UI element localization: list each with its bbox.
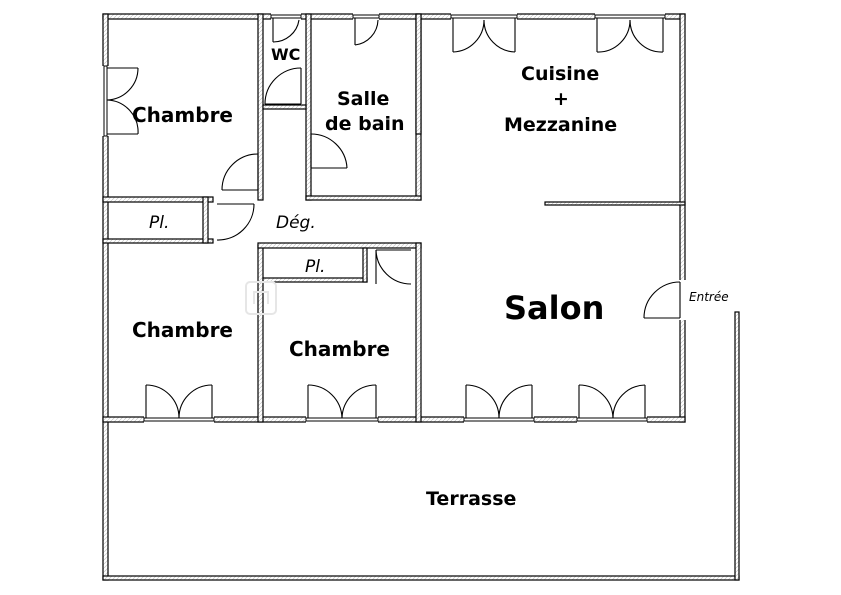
east-wall-upper bbox=[679, 13, 686, 423]
openings bbox=[102, 13, 686, 423]
cuisine-label-line1: Cuisine bbox=[521, 63, 600, 85]
wall-cuisine-divider bbox=[544, 201, 686, 206]
entree-label: Entrée bbox=[689, 290, 729, 304]
degagement-label: Dég. bbox=[276, 213, 316, 233]
salle-de-bain-label-line2: de bain bbox=[325, 113, 405, 135]
wall-chambre-nw-south bbox=[102, 196, 214, 203]
door-swings bbox=[106, 18, 681, 419]
chambre-c-label: Chambre bbox=[289, 337, 390, 361]
terrasse-label: Terrasse bbox=[426, 488, 517, 510]
watermark-logo bbox=[245, 281, 277, 315]
salle-de-bain-label-line1: Salle bbox=[337, 88, 390, 110]
wall-chambre-w-east bbox=[257, 244, 264, 423]
wall-placard2-east bbox=[362, 247, 368, 283]
placard-2-label: Pl. bbox=[305, 257, 326, 277]
chambre-w-label: Chambre bbox=[132, 318, 233, 342]
wc-label: WC bbox=[271, 45, 301, 64]
wall-wc-south bbox=[262, 104, 307, 110]
cuisine-label-line3: Mezzanine bbox=[504, 114, 618, 136]
south-wall-house bbox=[102, 416, 686, 423]
wall-chambre-c-north bbox=[257, 242, 422, 249]
wall-wc-east bbox=[305, 13, 312, 201]
placard-1-label: Pl. bbox=[149, 213, 170, 233]
terrace-east-wall bbox=[734, 311, 740, 581]
salon-label: Salon bbox=[504, 289, 605, 327]
terrace-south-wall bbox=[102, 575, 740, 581]
walls bbox=[102, 13, 740, 581]
chambre-nw-label: Chambre bbox=[132, 103, 233, 127]
wall-placard2-south bbox=[262, 277, 368, 283]
wall-placard1-south bbox=[102, 238, 214, 244]
cuisine-label-line2: + bbox=[553, 88, 569, 110]
wall-cuisine-west bbox=[415, 13, 422, 135]
wall-chambre-c-east bbox=[415, 242, 422, 423]
wall-chambre-nw-east bbox=[257, 13, 264, 201]
wall-sdb-south bbox=[305, 195, 422, 201]
wall-placard1-east bbox=[202, 196, 209, 244]
